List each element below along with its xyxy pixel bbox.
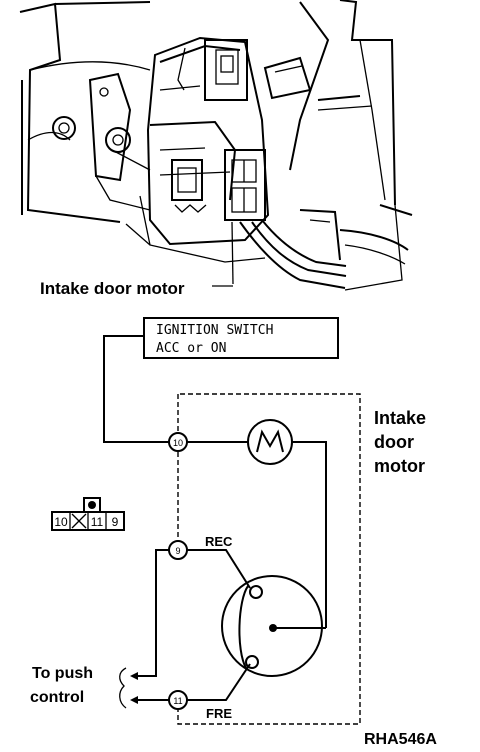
push-wire-upper — [136, 549, 169, 677]
motor-label-line1: Intake — [374, 408, 426, 428]
push-arrow-upper-icon — [130, 672, 138, 680]
rec-contact — [249, 585, 263, 599]
rotor-contact-arc — [238, 585, 249, 669]
connector-pinout-icon — [51, 497, 125, 531]
motor-symbol — [247, 419, 293, 465]
connector-pin-9: 9 — [112, 515, 119, 529]
push-label-line2: control — [30, 689, 84, 706]
ignition-switch-mode-label: ACC or ON — [156, 341, 226, 356]
fre-label: FRE — [206, 706, 232, 721]
position-switch-rotor — [221, 575, 323, 677]
connector-pin-11: 11 — [91, 515, 104, 529]
ignition-switch-label: IGNITION SWITCH — [156, 323, 273, 338]
push-label-line1: To push — [32, 665, 93, 682]
push-arrow-lower-icon — [130, 696, 138, 704]
illustration-caption: Intake door motor — [40, 279, 185, 298]
intake-door-motor-illustration — [19, 0, 413, 291]
power-wire — [103, 335, 170, 443]
motor-m-glyph — [256, 429, 284, 453]
wire-motor-to-rotor — [246, 441, 327, 628]
motor-label-line2: door — [374, 432, 414, 452]
ignition-switch-box — [143, 317, 339, 359]
terminal-11-label: 11 — [173, 696, 182, 706]
terminal-10-label: 10 — [173, 438, 183, 448]
fre-wire — [187, 663, 251, 701]
rec-label: REC — [205, 534, 233, 549]
terminal-9-label: 9 — [175, 546, 180, 556]
connector-pin-10: 10 — [54, 515, 68, 529]
motor-label-line3: motor — [374, 456, 425, 476]
motor-enclosure-outline — [177, 393, 361, 725]
fre-contact — [245, 655, 259, 669]
rec-wire — [187, 549, 251, 589]
push-bracket — [119, 667, 127, 709]
figure-code: RHA546A — [364, 731, 437, 748]
